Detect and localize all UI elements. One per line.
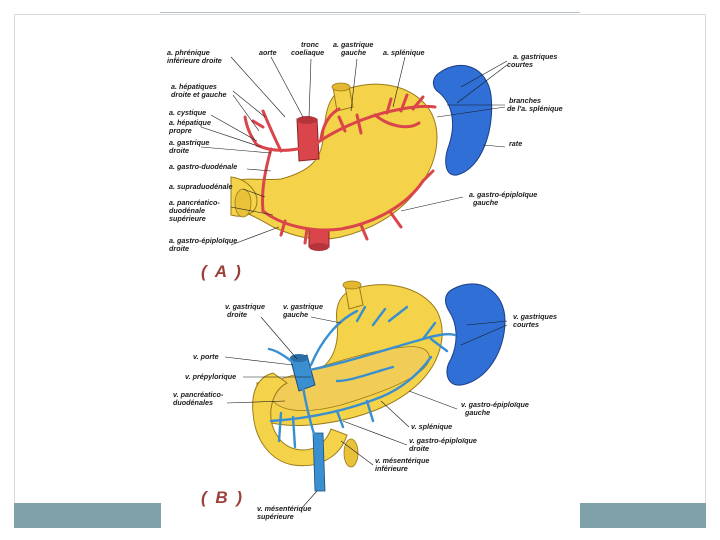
label-v-gastrique-droite-1: v. gastrique — [225, 302, 265, 311]
label-a-pancreatico-1: a. pancréatico- — [169, 198, 220, 207]
label-v-pancreatico-2: duodénales — [173, 398, 213, 407]
jejunum-opening-b — [343, 438, 359, 468]
esophagus-opening-a — [331, 82, 351, 92]
label-hepatiques-1: a. hépatiques — [171, 82, 217, 91]
label-supraduodenale: a. supraduodénale — [169, 182, 233, 191]
svg-text:v. pancréatico-duodénales: v. pancréatico-duodénales — [173, 390, 224, 407]
label-a-gastrique-gauche-1: a. gastrique — [333, 40, 373, 49]
label-branches-2: de l'a. splénique — [507, 104, 563, 113]
label-v-gastriques-courtes-2: courtes — [513, 320, 539, 329]
label-cystique: a. cystique — [169, 108, 206, 117]
label-v-mesenterique-superieure-2: supérieure — [257, 512, 294, 521]
label-v-pancreatico-1: v. pancréatico- — [173, 390, 224, 399]
label-v-mesenterique-inferieure-2: inférieure — [375, 464, 408, 473]
label-a-gastrique-gauche-2: gauche — [340, 48, 366, 57]
label-v-prepylorique: v. prépylorique — [185, 372, 236, 381]
arterial-tree-a — [243, 93, 437, 245]
label-hepatique-propre-2: propre — [168, 126, 192, 135]
esophagus-opening-b — [342, 280, 362, 290]
label-hepatique-propre-1: a. hépatique — [169, 118, 211, 127]
label-hepatiques-2: droite et gauche — [171, 90, 227, 99]
spleen-a — [432, 64, 493, 176]
label-v-porte: v. porte — [193, 352, 219, 361]
label-a-gastro-epiploique-droite-2: droite — [169, 244, 189, 253]
leaders-b — [224, 316, 508, 510]
aorta-a — [296, 118, 320, 162]
label-a-gastrique-droite-1: a. gastrique — [169, 138, 209, 147]
label-v-gastrique-gauche-2: gauche — [282, 310, 308, 319]
panel-label-b: ( B ) — [201, 488, 244, 507]
duodenum-opening-a — [234, 188, 252, 218]
label-a-pancreatico-2: duodénale — [169, 206, 205, 215]
label-a-gastrique-droite-2: droite — [169, 146, 189, 155]
panel-label-a: ( A ) — [201, 262, 243, 281]
label-v-mesenterique-superieure-1: v. mésentérique — [257, 504, 311, 513]
label-phrenic-1: a. phrénique — [167, 48, 210, 57]
aorta-top-a — [297, 116, 317, 124]
label-tronc-2: coeliaque — [291, 48, 324, 57]
label-gastro-duodenale: a. gastro-duodénale — [169, 162, 237, 171]
label-v-gastro-epiploique-droite-2: droite — [409, 444, 429, 453]
label-a-gastriques-courtes-1: a. gastriques — [513, 52, 557, 61]
label-phrenic-2: inférieure droite — [167, 56, 222, 65]
label-aorte: aorte — [259, 48, 277, 57]
label-v-gastro-epiploique-gauche-1: v. gastro-épiploïque — [461, 400, 529, 409]
label-a-pancreatico-3: supérieure — [169, 214, 206, 223]
label-tronc-1: tronc — [301, 40, 319, 49]
aorta-bottom-a — [309, 243, 329, 251]
label-v-gastro-epiploique-gauche-2: gauche — [464, 408, 490, 417]
label-rate: rate — [509, 139, 522, 148]
label-v-gastrique-droite-2: droite — [227, 310, 247, 319]
label-a-gastro-epiploique-gauche-1: a. gastro-épiploïque — [469, 190, 537, 199]
label-a-gastro-epiploique-gauche-2: gauche — [472, 198, 498, 207]
top-rule — [160, 12, 580, 13]
leaders-a — [200, 56, 508, 246]
label-branches-1: branches — [509, 96, 541, 105]
label-a-splenique: a. splénique — [383, 48, 425, 57]
label-v-splenique: v. splénique — [411, 422, 452, 431]
label-v-gastro-epiploique-droite-1: v. gastro-épiploïque — [409, 436, 477, 445]
venous-tree-b — [267, 305, 457, 453]
label-a-gastriques-courtes-2: courtes — [507, 60, 533, 69]
label-v-mesenterique-inferieure-1: v. mésentérique — [375, 456, 429, 465]
label-v-gastrique-gauche-1: v. gastrique — [283, 302, 323, 311]
superior-mesenteric-b — [312, 432, 326, 492]
spleen-b — [445, 283, 506, 386]
label-a-gastro-epiploique-droite-1: a. gastro-épiploïque — [169, 236, 237, 245]
label-v-gastriques-courtes-1: v. gastriques — [513, 312, 557, 321]
